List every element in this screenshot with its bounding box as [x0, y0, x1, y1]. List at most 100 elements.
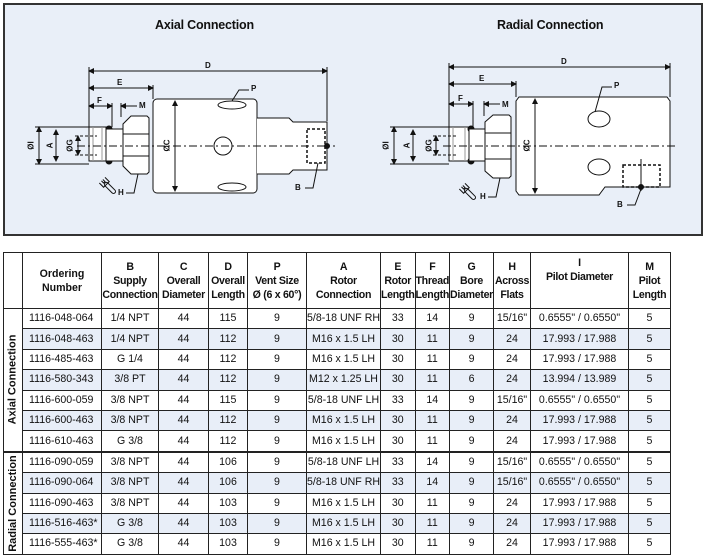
cell-rotor-length: 30 — [380, 348, 416, 371]
cell-overall-length: 103 — [208, 533, 248, 555]
cell-bore-diameter: 9 — [449, 389, 494, 411]
cell-pilot-diameter: 13.994 / 13.989 — [530, 369, 629, 391]
cell-pilot-diameter: 17.993 / 17.988 — [530, 512, 629, 535]
cell-rotor-length: 33 — [380, 450, 416, 474]
cell-rotor-connection: M16 x 1.5 LH — [306, 328, 381, 350]
cell-rotor-connection: M16 x 1.5 LH — [306, 512, 381, 535]
cell-supply-connection: 1/4 NPT — [101, 328, 159, 350]
radial-label-h: H — [480, 192, 486, 201]
axial-connection-title: Axial Connection — [155, 18, 254, 32]
axial-label-a: A — [45, 142, 55, 149]
cell-overall-length: 103 — [208, 512, 248, 535]
cell-overall-length: 112 — [208, 409, 248, 432]
group-label: Axial Connection — [6, 334, 19, 425]
cell-bore-diameter: 9 — [449, 409, 494, 432]
header-corner — [3, 252, 23, 309]
cell-supply-connection: 3/8 NPT — [101, 492, 159, 514]
cell-across-flats: 24 — [493, 492, 531, 514]
cell-pilot-diameter: 17.993 / 17.988 — [530, 533, 629, 555]
cell-supply-connection: 3/8 NPT — [101, 389, 159, 411]
group-label-cell: Axial Connection — [3, 307, 23, 453]
axial-label-c: ØC — [162, 139, 172, 152]
cell-overall-length: 103 — [208, 492, 248, 514]
cell-overall-diameter: 44 — [158, 450, 209, 474]
cell-supply-connection: 3/8 NPT — [101, 409, 159, 432]
cell-rotor-connection: 5/8-18 UNF LH — [306, 450, 381, 474]
cell-rotor-connection: M16 x 1.5 LH — [306, 409, 381, 432]
cell-rotor-connection: M12 x 1.25 LH — [306, 369, 381, 391]
cell-ordering-number: 1116-600-463 — [22, 409, 102, 432]
cell-pilot-diameter: 17.993 / 17.988 — [530, 430, 629, 453]
axial-leader-b — [305, 162, 319, 189]
cell-pilot-length: 5 — [628, 512, 671, 535]
cell-thread-length: 11 — [414, 348, 451, 371]
axial-label-p: P — [251, 84, 257, 93]
cell-rotor-length: 30 — [380, 512, 416, 535]
cell-across-flats: 15/16" — [493, 307, 531, 330]
group-label: Radial Connection — [6, 454, 19, 552]
cell-overall-diameter: 44 — [158, 369, 209, 391]
cell-overall-length: 115 — [208, 389, 248, 411]
axial-label-g: ØG — [65, 139, 75, 152]
cell-ordering-number: 1116-516-463* — [22, 512, 102, 535]
cell-rotor-length: 30 — [380, 492, 416, 514]
cell-overall-diameter: 44 — [158, 492, 209, 514]
group-label-cell: Radial Connection — [3, 450, 23, 555]
cell-pilot-diameter: 0.6555" / 0.6550" — [530, 307, 629, 330]
radial-leader-p — [594, 86, 612, 113]
cell-vent-size: 9 — [247, 533, 307, 555]
cell-thread-length: 11 — [414, 492, 451, 514]
cell-thread-length: 14 — [414, 472, 451, 494]
cell-pilot-length: 5 — [628, 533, 671, 555]
cell-vent-size: 9 — [247, 409, 307, 432]
cell-pilot-length: 5 — [628, 430, 671, 453]
cell-bore-diameter: 6 — [449, 369, 494, 391]
cell-pilot-diameter: 17.993 / 17.988 — [530, 492, 629, 514]
cell-rotor-length: 33 — [380, 472, 416, 494]
cell-overall-diameter: 44 — [158, 389, 209, 411]
cell-pilot-length: 5 — [628, 389, 671, 411]
cell-supply-connection: 3/8 PT — [101, 369, 159, 391]
radial-label-m: M — [502, 100, 509, 109]
cell-across-flats: 24 — [493, 369, 531, 391]
cell-overall-diameter: 44 — [158, 533, 209, 555]
cell-supply-connection: G 3/8 — [101, 533, 159, 555]
cell-across-flats: 24 — [493, 533, 531, 555]
wrench-icon — [458, 182, 476, 200]
cell-rotor-connection: M16 x 1.5 LH — [306, 348, 381, 371]
cell-overall-length: 115 — [208, 307, 248, 330]
cell-overall-diameter: 44 — [158, 307, 209, 330]
cell-bore-diameter: 9 — [449, 512, 494, 535]
cell-across-flats: 15/16" — [493, 472, 531, 494]
axial-label-d: D — [205, 61, 211, 70]
cell-across-flats: 24 — [493, 409, 531, 432]
axial-drawing — [35, 67, 335, 194]
cell-ordering-number: 1116-090-463 — [22, 492, 102, 514]
cell-ordering-number: 1116-555-463* — [22, 533, 102, 555]
cell-overall-length: 106 — [208, 450, 248, 474]
cell-rotor-connection: M16 x 1.5 LH — [306, 430, 381, 453]
cell-overall-diameter: 44 — [158, 430, 209, 453]
cell-bore-diameter: 9 — [449, 307, 494, 330]
cell-overall-diameter: 44 — [158, 512, 209, 535]
cell-ordering-number: 1116-600-059 — [22, 389, 102, 411]
cell-rotor-length: 30 — [380, 430, 416, 453]
cell-thread-length: 11 — [414, 369, 451, 391]
cell-rotor-length: 30 — [380, 533, 416, 555]
wrench-icon — [98, 176, 116, 194]
cell-ordering-number: 1116-090-059 — [22, 450, 102, 474]
cell-across-flats: 15/16" — [493, 389, 531, 411]
cell-rotor-connection: 5/8-18 UNF RH — [306, 307, 381, 330]
cell-vent-size: 9 — [247, 430, 307, 453]
cell-rotor-length: 30 — [380, 409, 416, 432]
